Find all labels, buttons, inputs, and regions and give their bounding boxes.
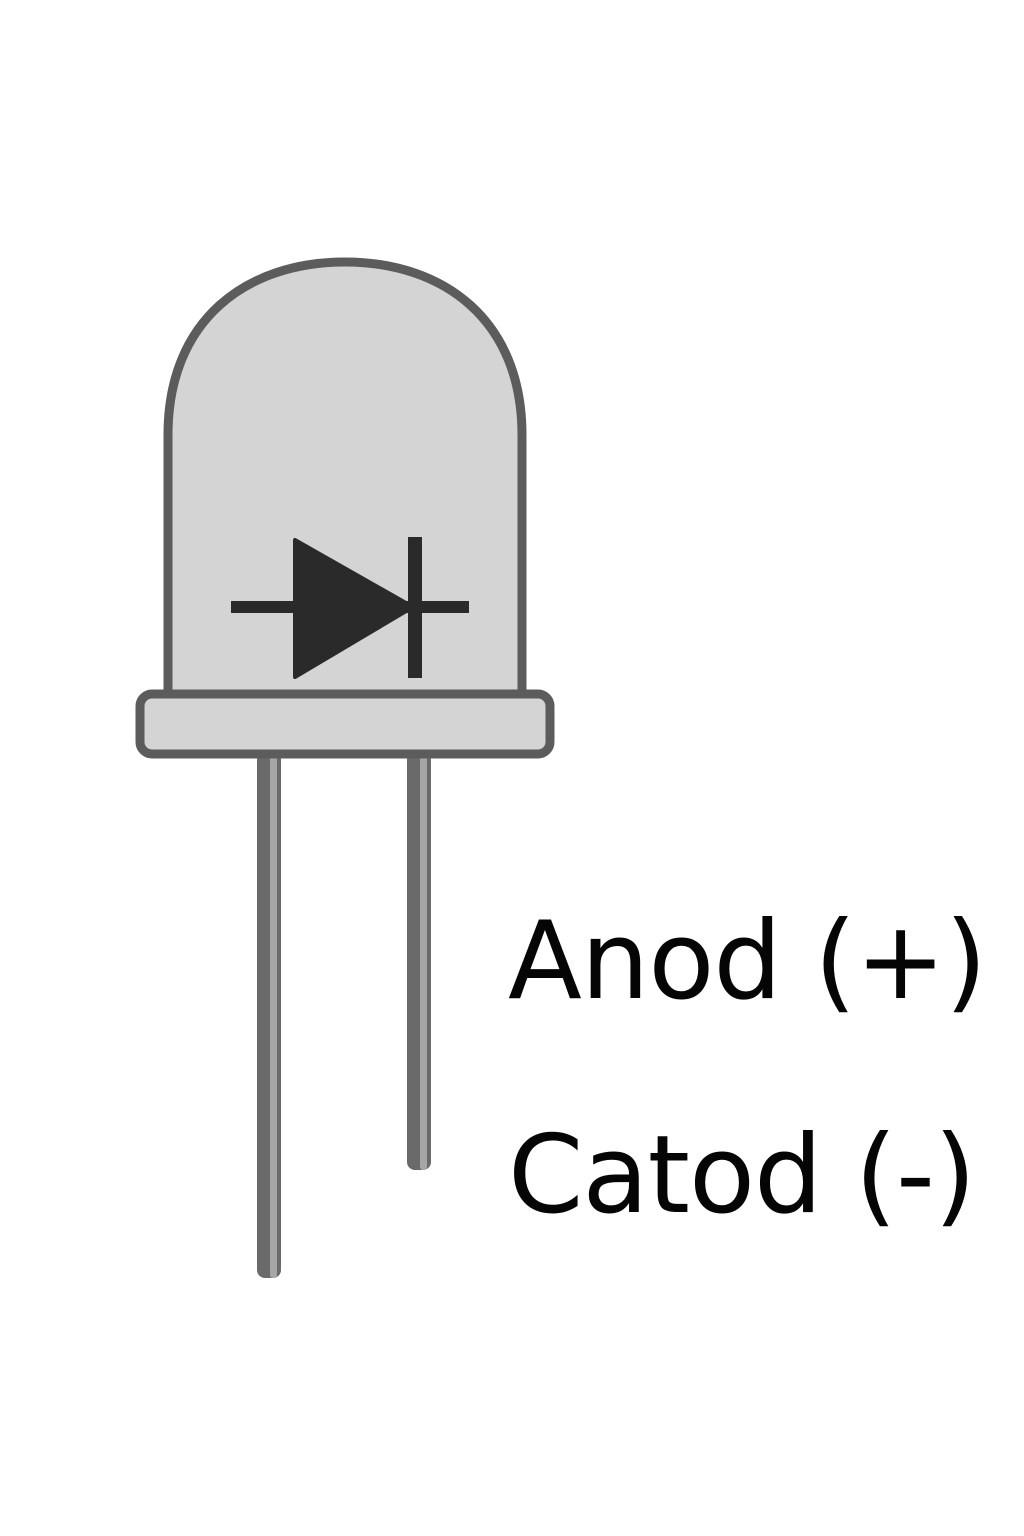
led-icon	[163, 257, 527, 705]
anode-lead	[257, 752, 281, 1278]
cathode-lead	[407, 752, 431, 1170]
led-flange	[135, 689, 555, 759]
anode-label: Anod (+)	[508, 899, 987, 1024]
cathode-label: Catod (-)	[508, 1113, 976, 1238]
diode-symbol-icon	[231, 537, 469, 679]
